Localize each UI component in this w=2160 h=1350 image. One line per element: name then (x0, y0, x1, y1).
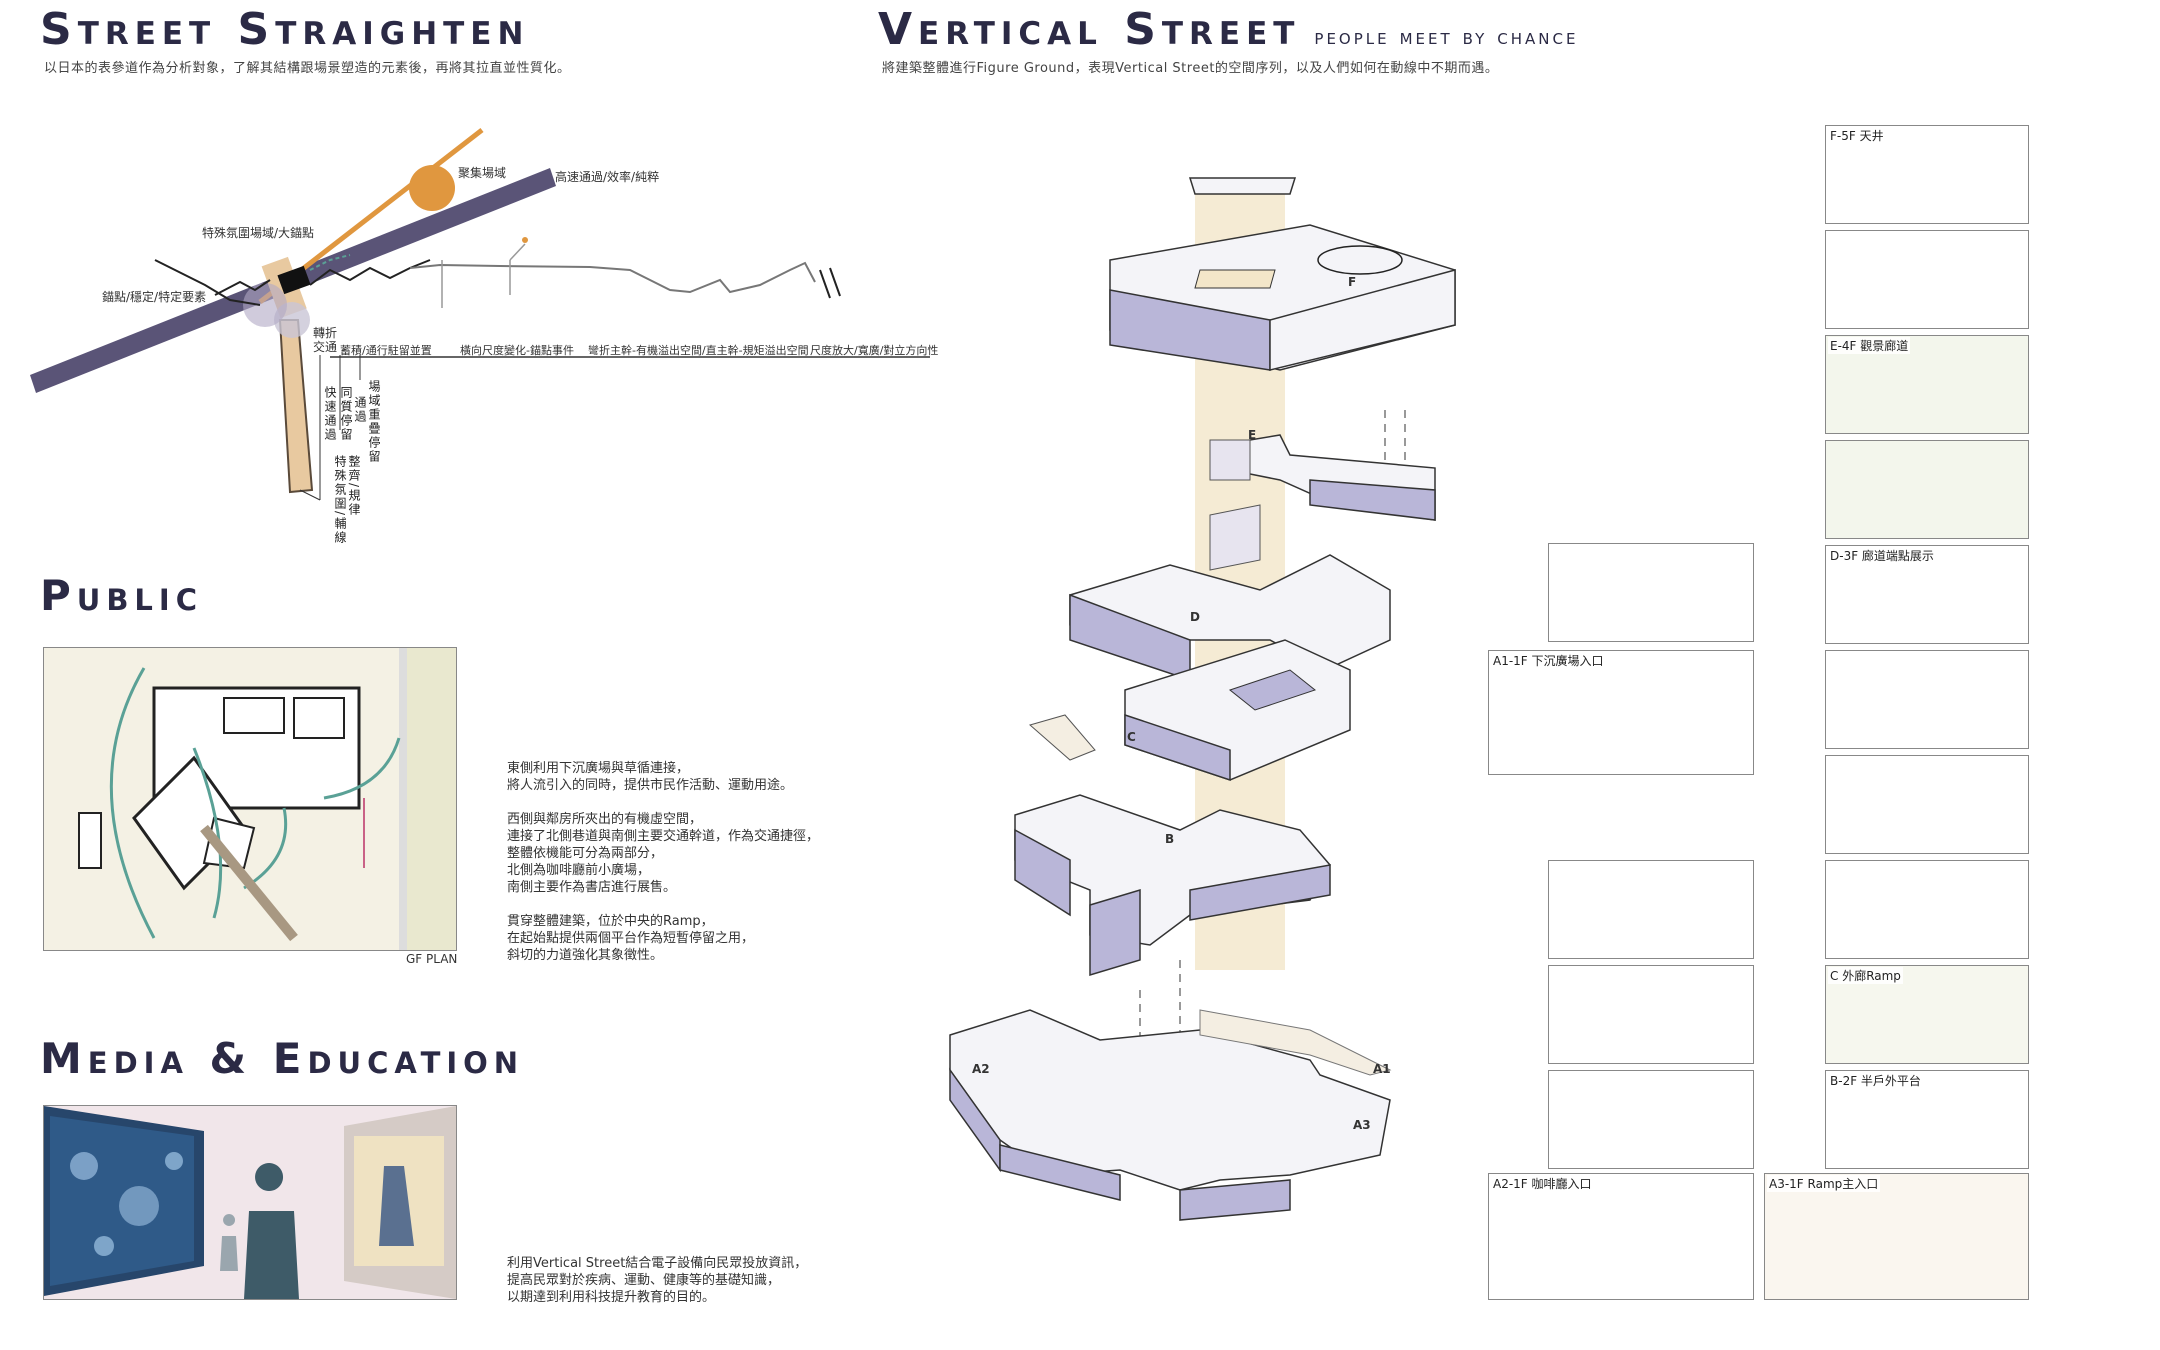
frame-d3: D-3F 廊道端點展示 (1825, 545, 2029, 644)
exploded-axonometric (949, 177, 1456, 1221)
marker-c: C (1127, 730, 1136, 744)
vertical-street-caption: 將建築整體進行Figure Ground，表現Vertical Street的空… (882, 61, 1499, 76)
label-highway: 高速通過/效率/純粹 (555, 170, 660, 184)
marker-a1: A1 (1373, 1062, 1391, 1076)
frame-c-label: C 外廊Ramp (1828, 967, 1903, 984)
marker-a2: A2 (972, 1062, 990, 1076)
media-education-image (43, 1105, 457, 1300)
frame-a2-label: A2-1F 咖啡廳入口 (1491, 1175, 1594, 1192)
marker-f: F (1348, 275, 1357, 289)
frame-m1 (1548, 543, 1754, 642)
frame-m3 (1548, 860, 1754, 959)
label-special-atmos: 特殊氛圍場域/大錨點 (202, 226, 315, 240)
street-diagram (30, 128, 930, 501)
label-seg2: 橫向尺度變化-錨點事件 (460, 344, 574, 357)
marker-e: E (1248, 428, 1257, 442)
marker-b: B (1165, 832, 1175, 846)
label-v6: 整齊/規律 (347, 455, 361, 518)
street-straighten-caption: 以日本的表參道作為分析對象，了解其結構跟場景塑造的元素後，再將其拉直並性質化。 (44, 61, 571, 76)
street-straighten-title: Street Straighten (40, 4, 530, 55)
frame-a2: A2-1F 咖啡廳入口 (1488, 1173, 1754, 1300)
frame-r8 (1825, 860, 2029, 959)
label-seg3: 彎折主幹-有機溢出空間/直主幹-規矩溢出空間 (588, 344, 809, 357)
frame-b2: B-2F 半戶外平台 (1825, 1070, 2029, 1169)
frame-f5: F-5F 天井 (1825, 125, 2029, 224)
frame-a3: A3-1F Ramp主入口 (1764, 1173, 2029, 1300)
frame-e4: E-4F 觀景廊道 (1825, 335, 2029, 434)
frame-a3-label: A3-1F Ramp主入口 (1767, 1175, 1881, 1192)
frame-e4-b (1825, 440, 2029, 539)
frame-a1: A1-1F 下沉廣場入口 (1488, 650, 1754, 775)
frame-c: C 外廊Ramp (1825, 965, 2029, 1064)
label-v4: 場域重疊停留 (367, 380, 381, 464)
label-seg1: 蓄積/通行駐留並置 (340, 344, 432, 357)
frame-f5-label: F-5F 天井 (1828, 127, 1886, 144)
label-v5: 特殊氛圍/輔線 (333, 455, 347, 546)
media-education-title: Media & Education (40, 1034, 525, 1083)
label-v2: 同質停留 (339, 386, 353, 442)
label-v3: 通過 (353, 396, 367, 424)
frame-m4 (1548, 965, 1754, 1064)
gf-plan-label: GF PLAN (406, 952, 458, 966)
frame-b2-label: B-2F 半戶外平台 (1828, 1072, 1923, 1089)
marker-d: D (1190, 610, 1200, 624)
label-v1: 快速通過 (323, 386, 337, 442)
vertical-street-subtitle: people meet by chance (1314, 25, 1579, 50)
media-description: 利用Vertical Street結合電子設備向民眾投放資訊， 提高民眾對於疾病… (507, 1256, 808, 1305)
frame-e4-label: E-4F 觀景廊道 (1828, 337, 1911, 354)
gf-plan-image (43, 647, 457, 951)
frame-m5 (1548, 1070, 1754, 1169)
frame-stair (1825, 230, 2029, 329)
label-gathering: 聚集場域 (458, 166, 507, 180)
frame-a1-label: A1-1F 下沉廣場入口 (1491, 652, 1606, 669)
label-turn: 轉折 交通 (313, 326, 338, 354)
label-seg4: 尺度放大/寬廣/對立方向性 (810, 344, 939, 357)
public-description: 東側利用下沉廣場與草循連接， 將人流引入的同時，提供市民作活動、運動用途。 西側… (507, 761, 820, 963)
label-anchor: 錨點/穩定/特定要素 (102, 290, 207, 304)
frame-d3-label: D-3F 廊道端點展示 (1828, 547, 1936, 564)
frame-r7 (1825, 755, 2029, 854)
frame-r6 (1825, 650, 2029, 749)
marker-a3: A3 (1353, 1118, 1371, 1132)
public-title: Public (40, 571, 203, 620)
